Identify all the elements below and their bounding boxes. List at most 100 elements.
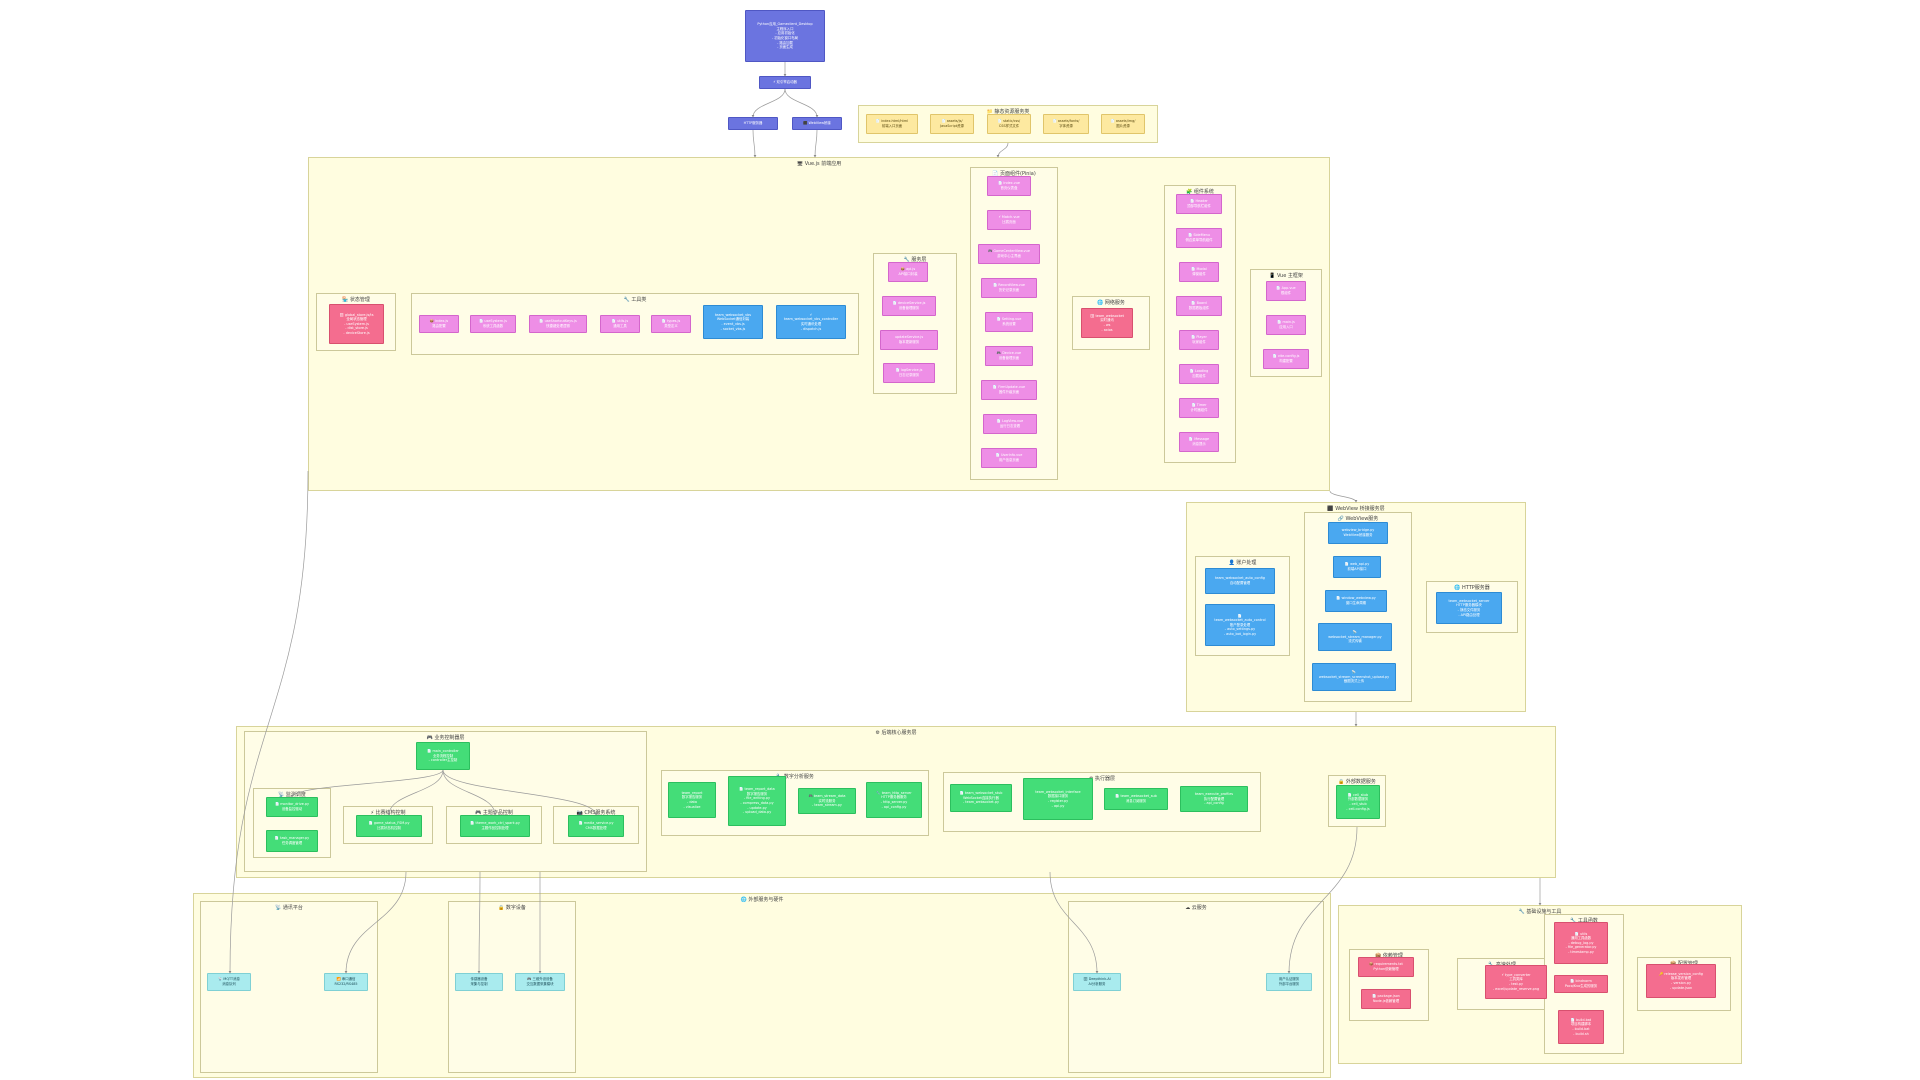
node-n_x3[interactable]: 传感器设备采集与控制 xyxy=(455,973,503,991)
node-text: - dist_store.js xyxy=(345,326,368,331)
group-label: 🔒 数字设备 xyxy=(498,905,526,911)
node-text: 🎮 GameCenterView.vue xyxy=(988,249,1030,254)
group-label: 👤 账户处理 xyxy=(1228,560,1257,566)
node-n_x6[interactable]: 用户认证服务外部平台服务 xyxy=(1266,973,1312,991)
node-text: 用户信息页面 xyxy=(998,458,1020,462)
node-n_s4[interactable]: 📄 assets/fonts/字体资源 xyxy=(1043,114,1089,134)
node-n_boot[interactable]: ⚡ 双引擎启动器 xyxy=(759,76,811,89)
node-n_x1[interactable]: 📡 MQTT消息消息队列 xyxy=(207,973,251,991)
node-text: - dispatch.js xyxy=(800,326,822,331)
node-text: team_websocket_vbs xyxy=(714,312,752,317)
node-n_s2[interactable]: 📄 assets/js/JavaScript资源 xyxy=(930,114,974,134)
node-n_webview[interactable]: ⬛ WebView桥接 xyxy=(792,117,842,130)
node-n_s5[interactable]: 📄 assets/img/图片资源 xyxy=(1101,114,1145,134)
node-text: - build.bat xyxy=(1572,1027,1590,1031)
node-n_s3[interactable]: 📄 static/css/CSS样式文件 xyxy=(987,114,1031,134)
node-n_http[interactable]: HTTP服务器 xyxy=(728,117,778,130)
node-text: 采集与控制 xyxy=(470,982,488,986)
group-label: 🔧 工具类 xyxy=(623,297,647,303)
node-text: Python依赖管理 xyxy=(1373,967,1399,971)
node-n_x4[interactable]: 🎮 三维外设设备交互数据采集模块 xyxy=(515,973,565,991)
node-text: Python应用_Gameclient_Desktop xyxy=(757,22,813,27)
node-text: - socket_vbs.js xyxy=(720,326,746,331)
node-text: 📄 App.vue xyxy=(1276,286,1296,291)
group-label: 🌐 外部服务与硬件 xyxy=(740,897,784,903)
node-text: - update.py xyxy=(747,805,767,810)
node-text: 加载组件 xyxy=(1192,374,1206,378)
node-text: 外部平台服务 xyxy=(1278,982,1300,986)
group-label: 🌐 HTTP服务器 xyxy=(1454,585,1490,591)
node-text: 类型定义 xyxy=(664,324,678,328)
node-text: - test.py xyxy=(1508,982,1524,986)
node-text: 弹窗组件 xyxy=(1192,272,1206,276)
